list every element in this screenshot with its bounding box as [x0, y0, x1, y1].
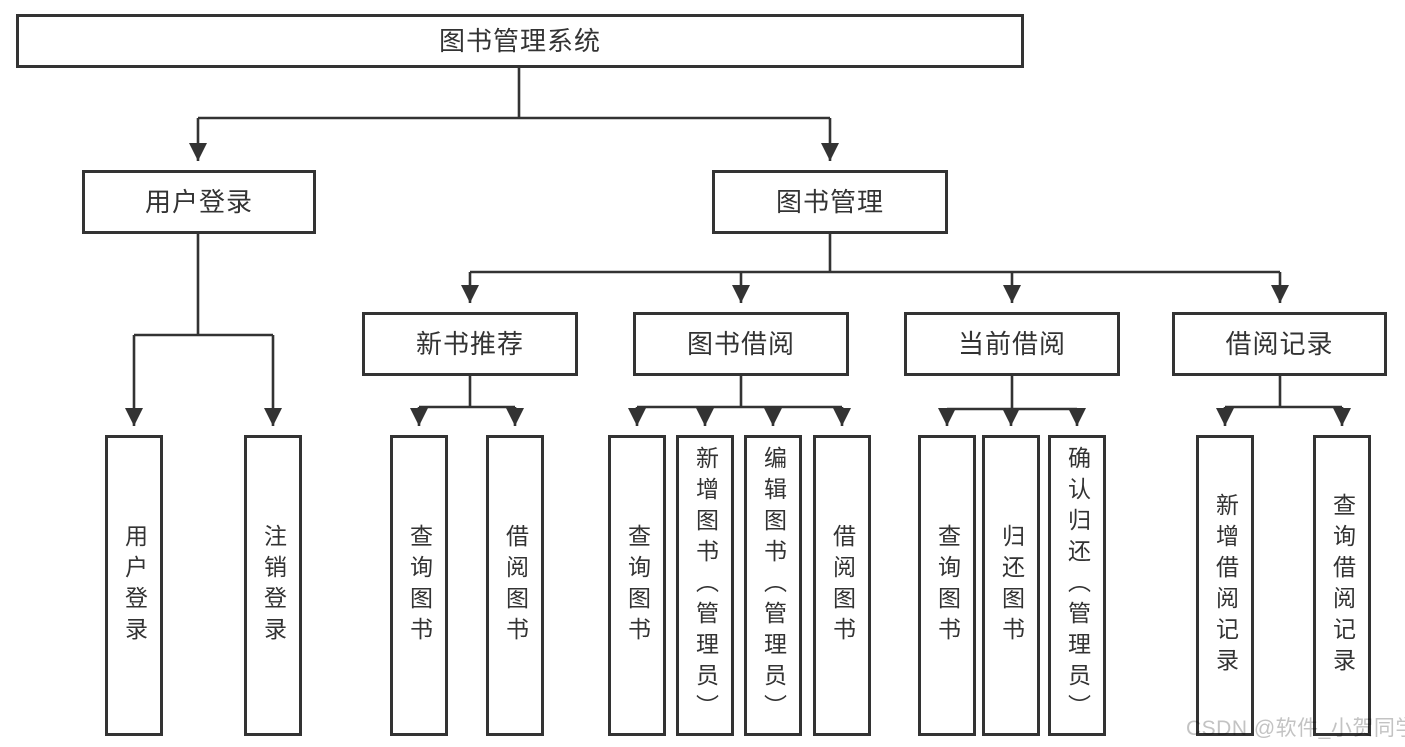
node-add-borrow-record: 新增借阅记录 — [1196, 435, 1254, 736]
node-logout: 注销登录 — [244, 435, 302, 736]
node-book-borrowing: 图书借阅 — [633, 312, 849, 376]
node-query-books-borrowing: 查询图书 — [608, 435, 666, 736]
node-confirm-return-admin: 确认归还（管理员） — [1048, 435, 1106, 736]
node-new-book-recommend: 新书推荐 — [362, 312, 578, 376]
node-user-login-branch: 用户登录 — [82, 170, 316, 234]
node-query-borrow-record: 查询借阅记录 — [1313, 435, 1371, 736]
node-add-books-admin: 新增图书（管理员） — [676, 435, 734, 736]
node-borrowing-records: 借阅记录 — [1172, 312, 1387, 376]
node-query-books-recommend: 查询图书 — [390, 435, 448, 736]
node-borrow-books-borrowing: 借阅图书 — [813, 435, 871, 736]
node-query-books-current: 查询图书 — [918, 435, 976, 736]
csdn-watermark: CSDN @软件_小贺同学 — [1186, 717, 1405, 740]
node-borrow-books-recommend: 借阅图书 — [486, 435, 544, 736]
node-library-management-system: 图书管理系统 — [16, 14, 1024, 68]
node-current-borrowing: 当前借阅 — [904, 312, 1120, 376]
node-user-login-leaf: 用户登录 — [105, 435, 163, 736]
node-return-books: 归还图书 — [982, 435, 1040, 736]
node-edit-books-admin: 编辑图书（管理员） — [744, 435, 802, 736]
node-book-management: 图书管理 — [712, 170, 948, 234]
